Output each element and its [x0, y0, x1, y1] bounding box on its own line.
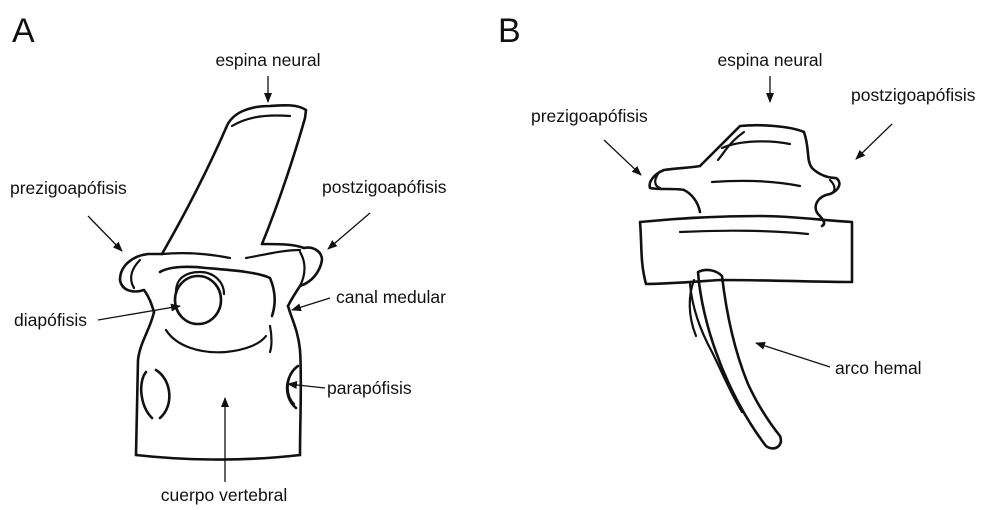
arrow-a-postzigoapofisis — [328, 213, 370, 249]
prezygapophysis-facet — [131, 260, 140, 288]
arrow-b-postzigoapofisis — [856, 124, 892, 159]
b-centrum-inner-line — [680, 231, 808, 234]
neural-spine-outline — [226, 105, 306, 244]
neural-spine-anterior-edge — [162, 128, 226, 254]
label-a-postzigoapofisis: postzigoapófisis — [322, 177, 447, 197]
arrow-a-prezigoapofisis — [88, 216, 122, 251]
b-centrum-outline — [640, 216, 852, 284]
b-prezygapophysis-shape — [650, 166, 700, 212]
label-a-diapofisis: diapófisis — [14, 310, 87, 330]
arrow-a-diapofisis — [98, 306, 180, 320]
label-a-cuerpo-vertebral: cuerpo vertebral — [161, 485, 287, 505]
lateral-ridge-right — [270, 326, 272, 352]
arrow-b-prezigoapofisis — [604, 140, 641, 175]
b-postzygapophysis-facet — [830, 180, 835, 194]
panel-b: B espina neural prezigoapófisis postzi — [498, 12, 976, 448]
centrum-right-edge — [288, 306, 301, 455]
centrum-bottom-edge — [136, 455, 300, 460]
panel-b-letter: B — [498, 12, 521, 50]
panel-a-letter: A — [12, 12, 35, 50]
label-a-prezigoapofisis: prezigoapófisis — [10, 178, 127, 198]
neural-arch-crest — [162, 250, 300, 258]
diapophysis-outer — [175, 276, 221, 324]
panel-b-vertebra-drawing — [640, 125, 852, 448]
panel-a: A — [10, 12, 447, 505]
label-a-espina-neural: espina neural — [215, 50, 320, 70]
parapophysis-left-outer — [141, 372, 152, 418]
arrow-a-canal-medular — [292, 298, 330, 310]
label-b-postzigoapofisis: postzigoapófisis — [851, 85, 976, 105]
label-b-espina-neural: espina neural — [717, 50, 822, 70]
label-b-prezigoapofisis: prezigoapófisis — [531, 106, 648, 126]
postzygapophysis-facet — [300, 252, 305, 286]
arrow-b-arco-hemal — [756, 343, 830, 367]
b-hemal-arch-outline — [698, 270, 781, 448]
label-a-parapofisis: parapófisis — [327, 378, 412, 398]
arch-base-line — [166, 330, 266, 352]
b-neural-arch-outline — [700, 125, 839, 226]
label-a-canal-medular: canal medular — [336, 287, 446, 307]
label-b-arco-hemal: arco hemal — [835, 358, 922, 378]
panel-a-vertebra-drawing — [120, 105, 322, 459]
prezygapophysis-shape — [120, 254, 162, 312]
neural-spine-inner-line — [232, 115, 290, 126]
b-arch-inner-line — [712, 141, 800, 186]
arrow-a-parapofisis — [288, 384, 325, 388]
b-prezygapophysis-facet — [655, 174, 660, 188]
parapophysis-left-inner — [156, 370, 169, 418]
centrum-left-edge — [136, 312, 154, 455]
